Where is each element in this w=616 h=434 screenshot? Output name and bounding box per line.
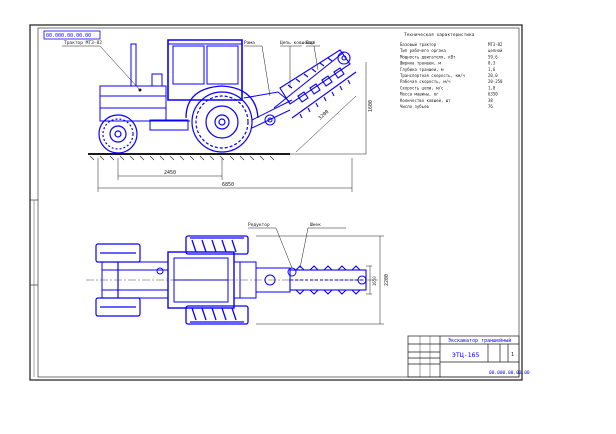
dim-plan-width: 2200: [384, 274, 390, 286]
callout-auger: Шнек: [310, 222, 321, 228]
rear-wheels-plan: [185, 235, 249, 325]
spec-value: 20,0: [488, 73, 498, 78]
callout-tractor: Трактор МТЗ-82: [64, 40, 102, 46]
spec-value: 20-250: [488, 79, 503, 84]
spec-value: 38: [488, 98, 493, 103]
tech-spec-table: Техническая характеристика Базовый тракт…: [400, 32, 503, 109]
spec-value: 59,6: [488, 54, 498, 59]
rear-wheel: [191, 91, 253, 153]
spec-value: 76: [488, 104, 493, 109]
doc-code-top: 00.000.00.00.00: [46, 33, 91, 39]
plan-dimensions: [256, 235, 384, 325]
spec-label: Глубина траншеи, м: [400, 67, 444, 72]
spec-value: 0,3: [488, 61, 496, 66]
spec-label: Число зубьев: [400, 104, 429, 109]
engine-hood: [99, 85, 167, 122]
doc-code-bottom: 00.000.00.00.00: [489, 370, 530, 376]
spec-label: Масса машины, кг: [400, 92, 439, 97]
exhaust-pipe: [130, 43, 137, 87]
ground-line: [88, 153, 366, 161]
dim-base: 2450: [164, 170, 176, 176]
title-block-name: Экскаватор траншейный: [448, 338, 511, 344]
title-block-code: ЭТЦ-165: [452, 351, 479, 359]
cab-window-right: [206, 45, 239, 85]
callout-bar: Бар: [306, 40, 314, 46]
spec-label: Скорость цепи, м/с: [400, 85, 444, 90]
spec-label: Ширина траншеи, м: [400, 61, 442, 66]
spec-value: цепной: [488, 48, 503, 53]
spec-label: Базовый трактор: [400, 42, 437, 47]
title-block: [407, 335, 520, 378]
dim-overall: 6850: [222, 182, 234, 188]
spec-value: МТЗ-82: [488, 42, 503, 47]
callout-chain: Цепь ковшовая: [280, 40, 316, 46]
side-callouts: [62, 45, 320, 97]
spec-label: Количество ковшей, шт: [400, 98, 451, 103]
cab-window-left: [172, 45, 205, 85]
tech-spec-title: Техническая характеристика: [404, 32, 475, 38]
title-block-sheet: 1: [511, 352, 514, 358]
leader-dot: [138, 88, 142, 92]
document-code-stamp: 00.000.00.00.00: [43, 30, 101, 40]
dim-bar-length: 3200: [317, 109, 330, 122]
dim-depth: 1600: [368, 100, 374, 112]
dim-plan-small: 1650: [372, 276, 377, 286]
spec-label: Транспортная скорость, км/ч: [400, 73, 466, 78]
plan-callouts: [248, 227, 346, 269]
spec-label: Мощность двигателя, кВт: [400, 54, 456, 59]
spec-label: Рабочая скорость, м/ч: [400, 79, 451, 84]
spec-value: 1,8: [488, 85, 496, 90]
spec-label: Тип рабочего органа: [400, 48, 446, 53]
cab: [167, 39, 243, 101]
callout-frame: Рама: [244, 40, 255, 46]
side-dimensions: [97, 62, 367, 192]
rear-fender: [185, 85, 259, 119]
spec-value: 1,6: [488, 67, 496, 72]
sheet-frame: [29, 24, 523, 381]
side-view: [98, 39, 357, 154]
spec-value: 6350: [488, 92, 498, 97]
callout-reducer: Редуктор: [248, 222, 270, 228]
